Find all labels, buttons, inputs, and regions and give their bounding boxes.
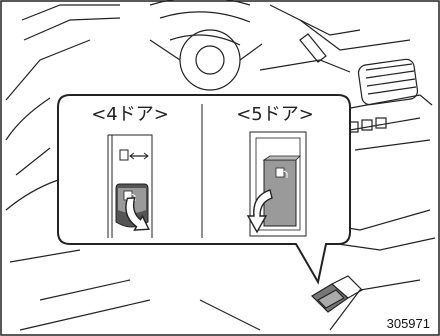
panel-5door xyxy=(248,132,306,236)
label-5door: <5ドア> xyxy=(236,104,314,125)
figure-code: 305971 xyxy=(387,316,430,331)
label-4door: <4ドア> xyxy=(91,104,169,125)
